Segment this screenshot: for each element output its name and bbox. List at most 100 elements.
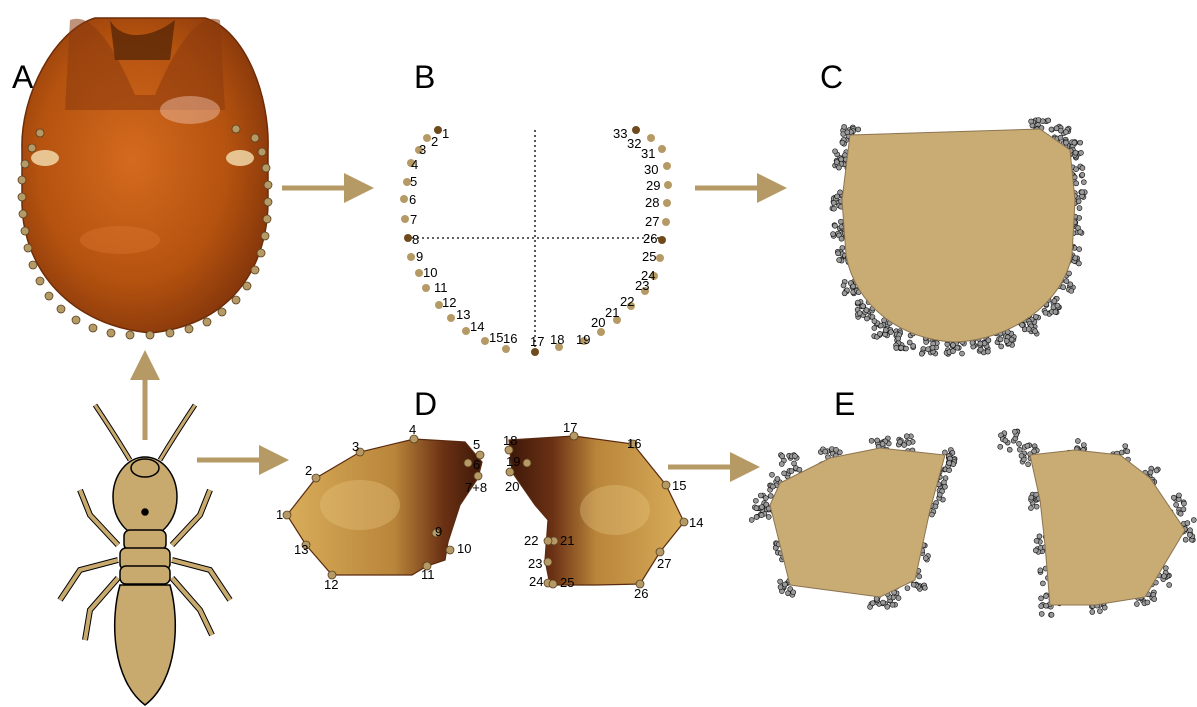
landmark-dot (663, 162, 671, 170)
shape-point (1053, 309, 1058, 314)
shape-point (896, 596, 901, 601)
shape-point (782, 582, 787, 587)
shape-point (842, 291, 847, 296)
landmark-number: 32 (627, 136, 641, 151)
landmark-dot (656, 548, 664, 556)
landmark-dot (447, 314, 455, 322)
shape-point (768, 493, 773, 498)
shape-point (749, 517, 754, 522)
landmark-dot (544, 558, 552, 566)
landmark-number: 13 (456, 307, 470, 322)
shape-point (1044, 594, 1049, 599)
shape-point (1073, 150, 1078, 155)
shape-point (1068, 282, 1073, 287)
shape-point (1072, 140, 1077, 145)
landmark-number: 17 (530, 334, 544, 349)
shape-point (789, 469, 794, 474)
shape-point (1026, 462, 1031, 467)
shape-point (1188, 528, 1193, 533)
landmark-dot (72, 316, 80, 324)
landmark-number: 3 (352, 439, 359, 454)
shape-point (947, 456, 952, 461)
landmark-dot (647, 134, 655, 142)
shape-point (870, 601, 875, 606)
landmark-number: 14 (689, 515, 703, 530)
shape-point (779, 462, 784, 467)
landmark-dot (107, 329, 115, 337)
landmark-dot (232, 296, 240, 304)
landmark-dot (166, 329, 174, 337)
landmark-number: 7 (410, 212, 417, 227)
shape-point (1058, 135, 1063, 140)
landmark-number: 15 (489, 330, 503, 345)
shape-point (1152, 597, 1157, 602)
landmark-number: 14 (470, 319, 484, 334)
shape-point (872, 326, 877, 331)
landmark-number: 9 (435, 524, 442, 539)
shape-point (1148, 470, 1153, 475)
shape-point (885, 604, 890, 609)
shape-point (1025, 443, 1030, 448)
landmark-dot (262, 164, 270, 172)
landmark-number: 10 (423, 265, 437, 280)
consensus-mandible-shapes (749, 429, 1196, 617)
landmark-dot (664, 181, 672, 189)
landmark-dot (146, 331, 154, 339)
landmark-dot (45, 292, 53, 300)
landmark-dot (400, 195, 408, 203)
shape-point (903, 346, 908, 351)
landmark-number: 30 (644, 162, 658, 177)
shape-point (1043, 310, 1048, 315)
shape-point (1102, 605, 1107, 610)
landmark-dot (283, 511, 291, 519)
shape-point (902, 443, 907, 448)
shape-point (759, 505, 764, 510)
landmark-number: 24 (529, 574, 543, 589)
shape-point (1074, 181, 1079, 186)
landmark-number: 1 (442, 126, 449, 141)
landmark-dot (261, 232, 269, 240)
shape-point (1061, 285, 1066, 290)
landmark-dot (264, 198, 272, 206)
shape-point (1058, 128, 1063, 133)
shape-point (857, 311, 862, 316)
shape-point (754, 506, 759, 511)
landmark-number: 33 (613, 126, 627, 141)
landmark-number: 12 (324, 577, 338, 592)
shape-point (950, 343, 955, 348)
shape-point (840, 140, 845, 145)
landmark-dot (21, 227, 29, 235)
consensus-head-shape (830, 118, 1087, 357)
landmark-dot (126, 331, 134, 339)
shape-point (861, 304, 866, 309)
shape-point (1097, 609, 1102, 614)
landmark-dot (258, 148, 266, 156)
shape-point (1038, 568, 1043, 573)
landmark-number: 21 (605, 305, 619, 320)
head-capsule-photo (22, 18, 268, 333)
landmark-number: 11 (421, 567, 435, 582)
landmark-dot (36, 129, 44, 137)
landmark-dot (407, 253, 415, 261)
shape-point (947, 460, 952, 465)
landmark-dot (24, 244, 32, 252)
shape-point (1004, 338, 1009, 343)
landmark-number: 12 (442, 295, 456, 310)
landmark-number: 27 (657, 556, 671, 571)
shape-point (978, 347, 983, 352)
shape-point (877, 331, 882, 336)
landmark-dot (549, 580, 557, 588)
landmark-number: 26 (643, 231, 657, 246)
shape-point (823, 449, 828, 454)
landmark-dot (446, 546, 454, 554)
shape-point (1090, 609, 1095, 614)
shape-point (763, 496, 768, 501)
shape-point (1055, 303, 1060, 308)
shape-point (1182, 501, 1187, 506)
landmark-dot (251, 134, 259, 142)
landmark-dot (203, 318, 211, 326)
shape-point (1049, 127, 1054, 132)
landmark-number: 21 (560, 533, 574, 548)
shape-point (923, 556, 928, 561)
shape-point (1162, 574, 1167, 579)
